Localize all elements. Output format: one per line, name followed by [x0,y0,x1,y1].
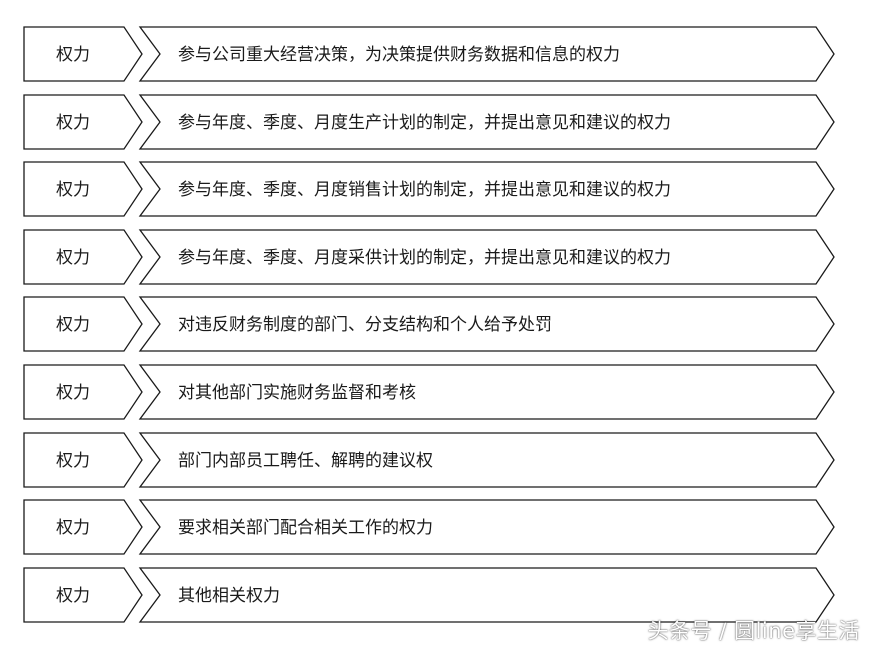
description-label: 要求相关部门配合相关工作的权力 [178,518,433,538]
tag-pentagon [23,364,143,420]
tag-label: 权力 [56,113,90,133]
permission-row: 权力 对违反财务制度的部门、分支结构和个人给予处罚 [23,296,835,352]
watermark-text: 头条号 / 圆line享生活 [647,619,860,643]
description-label: 参与年度、季度、月度采供计划的制定，并提出意见和建议的权力 [178,248,671,268]
description-chevron [138,26,835,82]
permission-row: 权力 对其他部门实施财务监督和考核 [23,364,835,420]
description-chevron [138,567,835,623]
description-chevron [138,364,835,420]
tag-pentagon [23,567,143,623]
permission-row: 权力 部门内部员工聘任、解聘的建议权 [23,432,835,488]
tag-pentagon [23,94,143,150]
tag-pentagon [23,499,143,555]
tag-label: 权力 [56,518,90,538]
permission-row: 权力 参与年度、季度、月度生产计划的制定，并提出意见和建议的权力 [23,94,835,150]
permission-row: 权力 其他相关权力 [23,567,835,623]
description-label: 对违反财务制度的部门、分支结构和个人给予处罚 [178,315,552,335]
tag-pentagon [23,296,143,352]
tag-label: 权力 [56,45,90,65]
permission-row: 权力 参与年度、季度、月度销售计划的制定，并提出意见和建议的权力 [23,161,835,217]
tag-label: 权力 [56,451,90,471]
permission-row: 权力 参与年度、季度、月度采供计划的制定，并提出意见和建议的权力 [23,229,835,285]
tag-label: 权力 [56,586,90,606]
description-label: 参与年度、季度、月度生产计划的制定，并提出意见和建议的权力 [178,113,671,133]
tag-label: 权力 [56,180,90,200]
permission-row: 权力 要求相关部门配合相关工作的权力 [23,499,835,555]
description-label: 参与公司重大经营决策，为决策提供财务数据和信息的权力 [178,45,620,65]
tag-pentagon [23,161,143,217]
tag-label: 权力 [56,248,90,268]
permission-row: 权力 参与公司重大经营决策，为决策提供财务数据和信息的权力 [23,26,835,82]
description-chevron [138,432,835,488]
tag-pentagon [23,432,143,488]
description-chevron [138,296,835,352]
tag-pentagon [23,229,143,285]
description-chevron [138,94,835,150]
description-label: 部门内部员工聘任、解聘的建议权 [178,451,433,471]
description-label: 参与年度、季度、月度销售计划的制定，并提出意见和建议的权力 [178,180,671,200]
tag-label: 权力 [56,315,90,335]
description-label: 对其他部门实施财务监督和考核 [178,383,416,403]
tag-label: 权力 [56,383,90,403]
description-chevron [138,229,835,285]
description-label: 其他相关权力 [178,586,280,606]
tag-pentagon [23,26,143,82]
description-chevron [138,499,835,555]
description-chevron [138,161,835,217]
